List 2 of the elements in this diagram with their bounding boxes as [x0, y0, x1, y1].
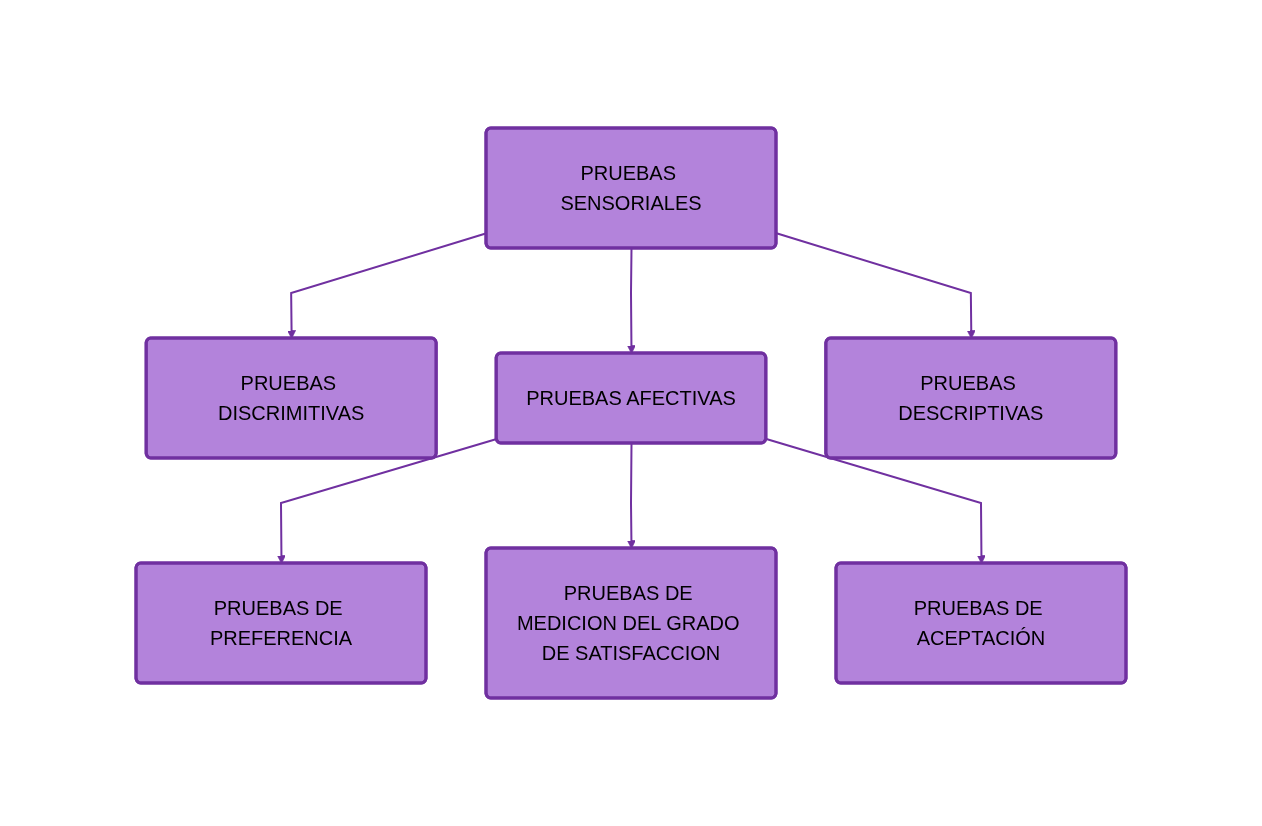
arrow: [765, 437, 986, 564]
arrow: [277, 437, 498, 564]
